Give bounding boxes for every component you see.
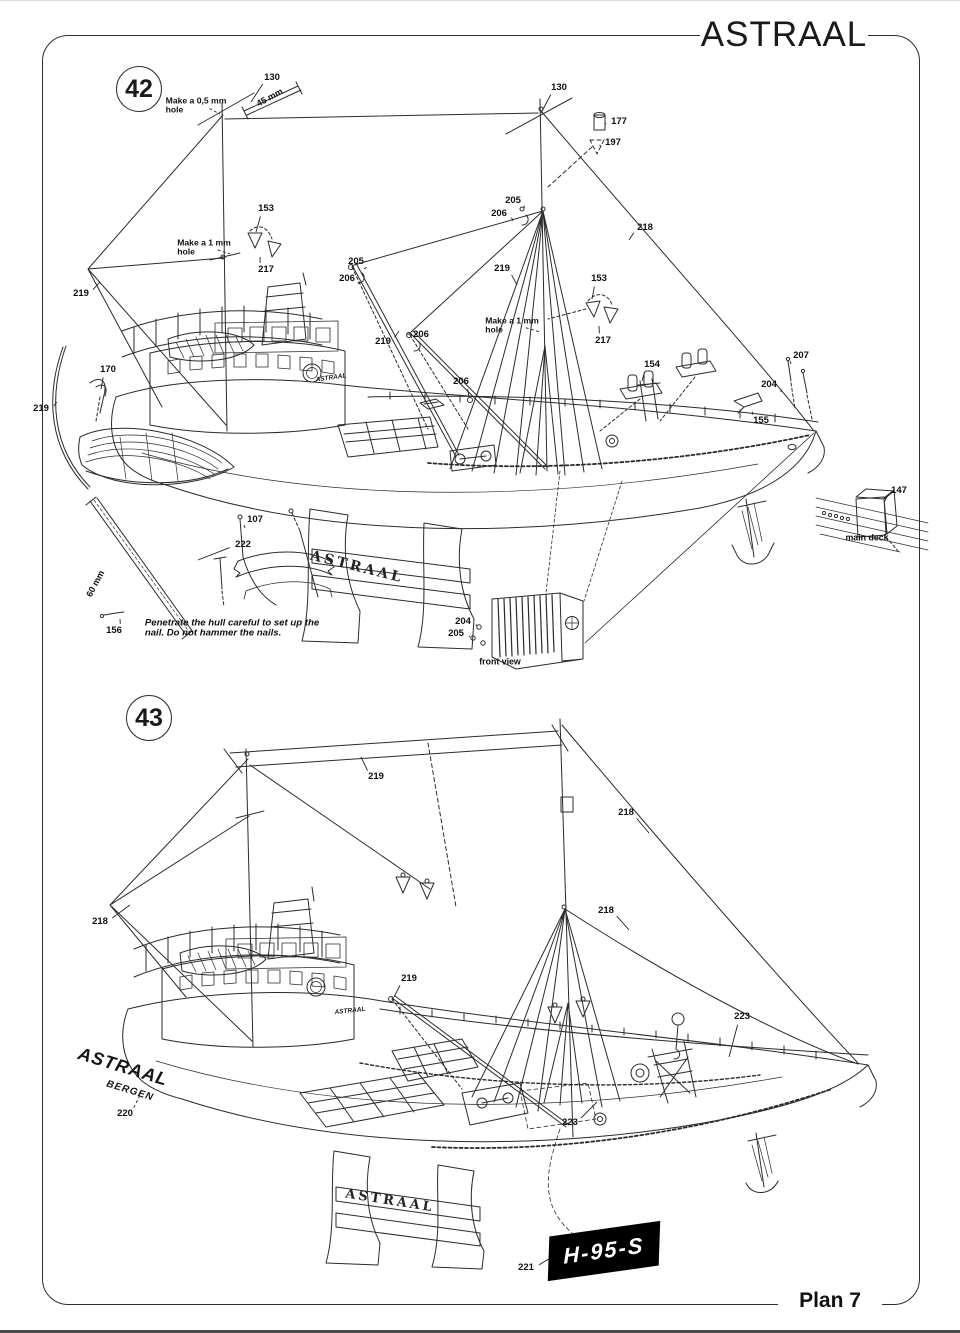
step-43-number: 43 (135, 704, 163, 733)
registration-number: H-95-S (563, 1232, 645, 1270)
step-42-number: 42 (125, 75, 153, 104)
step-number-43: 43 (126, 695, 172, 741)
page-border-frame (42, 35, 920, 1305)
document-title: ASTRAAL (700, 15, 868, 55)
plan-number-label: Plan 7 (778, 1287, 882, 1315)
step-number-42: 42 (116, 66, 162, 112)
